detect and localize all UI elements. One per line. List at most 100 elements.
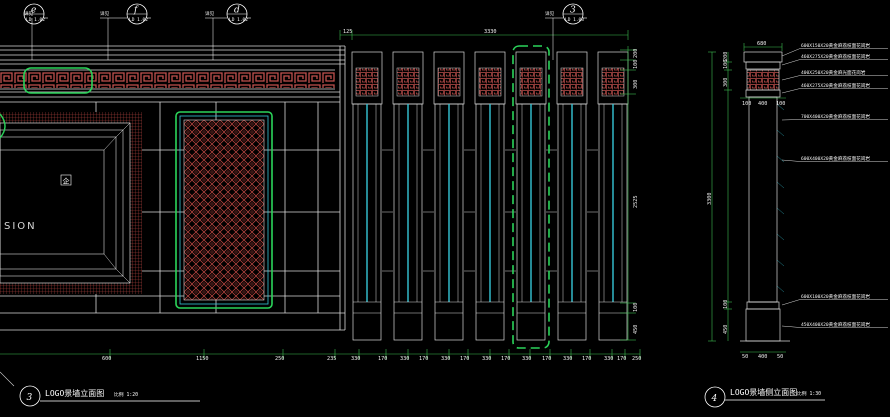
side-scale: 比例 1:30 — [797, 390, 821, 397]
material-note-text: 460X275X20黄金麻荔枝面花岗岩 — [801, 53, 870, 60]
front-bottom-dim: 330 — [604, 356, 613, 362]
callout-ref: LD 1.03 — [565, 17, 584, 23]
column — [515, 51, 557, 341]
front-bottom-dim: 235 — [327, 356, 336, 362]
side-hatch — [776, 103, 785, 293]
front-bottom-dim: 250 — [632, 356, 641, 362]
material-note-text: 450X400X20黄金麻荔枝面花岗岩 — [801, 321, 870, 328]
callout-letter: f — [133, 6, 139, 16]
front-bottom-dim: 330 — [563, 356, 572, 362]
front-bottom-dim: 170 — [419, 356, 428, 362]
side-mid-dim-1: 100 — [742, 101, 751, 107]
front-bottom-dim: 330 — [522, 356, 531, 362]
front-bottom-dim: 330 — [351, 356, 360, 362]
side-mid-dim-2: 400 — [758, 101, 767, 107]
material-note-text: 460X275X20黄金麻荔枝面花岗岩 — [801, 82, 870, 89]
side-left-dim-5: 100 — [723, 300, 729, 309]
column — [556, 51, 598, 341]
front-right-dim-5: 100 — [633, 303, 639, 312]
callout-ref: LD 1.02 — [129, 17, 148, 23]
material-note: 700X400X20黄金麻荔枝面花岗岩 — [781, 113, 888, 121]
front-bottom-dim: 170 — [378, 356, 387, 362]
column — [392, 51, 434, 341]
callout-letter: d — [234, 6, 240, 16]
column — [474, 51, 516, 341]
material-note-text: 600X400X20黄金麻荔枝面花岗岩 — [801, 155, 870, 162]
column — [597, 51, 629, 341]
material-note: 460X275X20黄金麻荔枝面花岗岩 — [781, 53, 888, 66]
front-right-dim-4: 2525 — [633, 196, 639, 209]
front-title: LOGO景墙立面图 — [45, 388, 104, 398]
front-right-dim-2: 100 — [633, 60, 639, 69]
column-row — [351, 45, 629, 349]
greek-key-frieze — [0, 71, 335, 88]
side-material-notes: 600X150X20黄金麻荔枝面花岗岩460X275X20黄金麻荔枝面花岗岩40… — [781, 42, 888, 328]
front-scale: 比例 1:20 — [114, 391, 138, 398]
front-bottom-dim: 330 — [441, 356, 450, 362]
front-bottom-dim: 170 — [617, 356, 626, 362]
callout-label: 详见 — [545, 10, 555, 17]
callout-label: 详见 — [100, 10, 110, 17]
front-right-dim-6: 450 — [633, 325, 639, 334]
material-note: 600X100X20黄金麻荔枝面花岗岩 — [781, 293, 888, 306]
callout-ref: LD 1.02 — [26, 17, 45, 23]
material-note: 600X400X20黄金麻荔枝面花岗岩 — [781, 155, 888, 162]
column — [433, 51, 475, 341]
side-left-dim-1: 200 — [723, 52, 729, 61]
front-bottom-dim: 170 — [542, 356, 551, 362]
side-title: LOGO景墙侧立面图 — [730, 387, 797, 397]
side-elevation — [740, 51, 790, 342]
side-top-dim: 680 — [757, 41, 766, 47]
front-bottom-dim: 170 — [501, 356, 510, 362]
front-title-block: 3 LOGO景墙立面图 比例 1:20 — [0, 371, 200, 407]
front-bottom-dim: 1150 — [196, 356, 209, 362]
material-note: 460X275X20黄金麻荔枝面花岗岩 — [781, 82, 888, 94]
side-bottom-dim-3: 50 — [777, 354, 783, 360]
material-note: 600X150X20黄金麻荔枝面花岗岩 — [781, 42, 888, 57]
front-top-dim-1: 125 — [343, 29, 352, 35]
material-note-text: 600X150X20黄金麻荔枝面花岗岩 — [801, 42, 870, 49]
lattice-panel — [175, 111, 273, 309]
side-left-dim-2: 100 — [723, 60, 729, 69]
callout-f: 详见 fLD 1.02 — [100, 3, 151, 60]
front-bottom-dim: 600 — [102, 356, 111, 362]
side-bottom-dim-2: 400 — [758, 354, 767, 360]
callout-letter: e — [31, 6, 36, 16]
front-top-dimensions — [339, 30, 629, 40]
front-bottom-dim: 250 — [275, 356, 284, 362]
callout-label: 详见 — [205, 10, 215, 17]
front-right-dim-3: 300 — [633, 80, 639, 89]
side-title-number: 4 — [711, 394, 718, 404]
frieze-highlight — [23, 67, 93, 94]
side-left-dim-4: 3300 — [707, 193, 713, 206]
callout-ref: LD 1.02 — [229, 17, 248, 23]
front-right-dimensions — [620, 46, 636, 341]
side-title-block: 4 LOGO景墙侧立面图 比例 1:30 — [704, 386, 825, 408]
side-bottom-dim-1: 50 — [742, 354, 748, 360]
side-mid-dim-3: 100 — [776, 101, 785, 107]
front-bottom-dim: 330 — [400, 356, 409, 362]
front-bottom-dim: 330 — [482, 356, 491, 362]
column — [351, 51, 393, 341]
material-note-text: 700X400X20黄金麻荔枝面花岗岩 — [801, 113, 870, 120]
callout-letter: 3 — [570, 6, 576, 16]
front-bottom-dimensions: 600 1150 250 235 330 170 330 170 330 170 330 170 330… — [102, 349, 641, 362]
material-note-text: 600X100X20黄金麻荔枝面花岗岩 — [801, 293, 870, 300]
material-note: 400X250X20黄金麻光面花岗岩 — [781, 69, 888, 81]
logo-panel: 企 SION — [0, 112, 142, 294]
front-right-dim-1: 200 — [633, 49, 639, 58]
material-note: 450X400X20黄金麻荔枝面花岗岩 — [781, 321, 888, 328]
logo-text: SION — [4, 221, 37, 232]
front-bottom-dim: 170 — [460, 356, 469, 362]
front-elevation — [0, 45, 346, 331]
front-top-dim-2: 3330 — [484, 29, 497, 35]
front-title-number: 3 — [27, 393, 33, 403]
logo-mark: 企 — [63, 177, 70, 186]
callout-label: 详见 — [24, 10, 34, 17]
front-bottom-dim: 170 — [582, 356, 591, 362]
callout-3: 详见 3LD 1.03 — [545, 3, 587, 60]
side-dimension-lines — [708, 43, 786, 353]
column-highlight — [512, 45, 550, 349]
